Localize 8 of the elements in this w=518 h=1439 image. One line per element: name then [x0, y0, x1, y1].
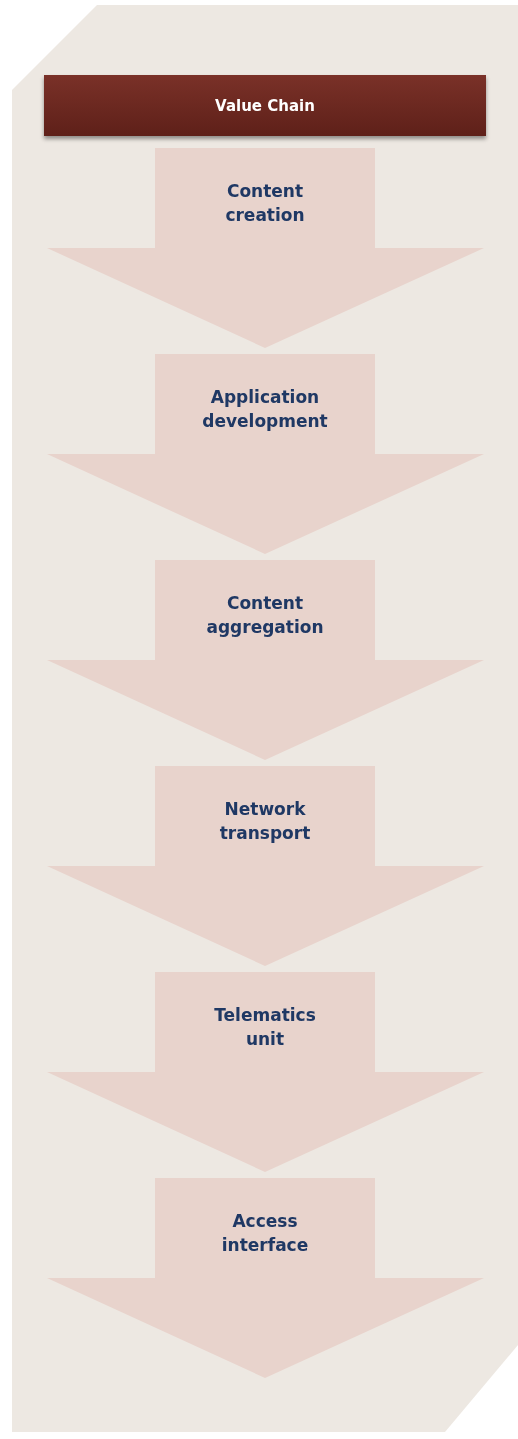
step-label: Access interface [220, 1210, 310, 1257]
step-label: Telematics unit [213, 1004, 317, 1051]
step-label: Content aggregation [205, 592, 325, 639]
step-label: Content creation [224, 180, 306, 227]
header-title: Value Chain [215, 96, 315, 115]
step-label: Application development [201, 386, 329, 433]
step-label: Network transport [218, 798, 312, 845]
header-bar [44, 75, 486, 136]
